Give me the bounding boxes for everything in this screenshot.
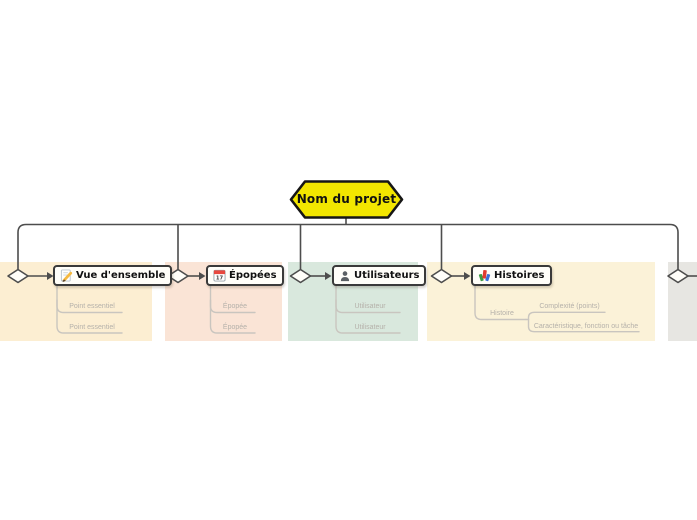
child-topic[interactable]: Épopée xyxy=(222,303,248,310)
child-topic[interactable]: Histoire xyxy=(490,310,514,317)
topic-epopees[interactable]: 17 Épopées xyxy=(206,265,284,286)
books-icon xyxy=(478,269,491,282)
calendar-icon: 17 xyxy=(213,269,226,282)
child-connectors xyxy=(56,285,640,334)
diamond-handle-epopees[interactable] xyxy=(167,268,189,284)
topic-label: Vue d'ensemble xyxy=(76,270,166,281)
tree-connectors xyxy=(17,218,679,269)
topic-utilisateurs[interactable]: Utilisateurs xyxy=(332,265,427,286)
main-rail-line xyxy=(17,223,679,269)
child-topic[interactable]: Utilisateur xyxy=(354,323,386,331)
topic-vue-densemble[interactable]: Vue d'ensemble xyxy=(53,265,173,286)
diamond-handle-histoires[interactable] xyxy=(430,268,453,284)
root-node-hexagon[interactable] xyxy=(289,180,404,219)
topic-label: Épopées xyxy=(229,270,277,281)
child-topic[interactable]: Point essentiel xyxy=(69,323,115,331)
diamond-handle-utilisateurs[interactable] xyxy=(289,268,312,284)
root-node-label[interactable]: Nom du projet xyxy=(296,192,397,206)
child-topic[interactable]: Point essentiel xyxy=(69,303,115,310)
grandchild-topic[interactable]: Complexité (points) xyxy=(539,303,600,310)
topic-histoires[interactable]: Histoires xyxy=(471,265,552,286)
user-icon xyxy=(339,270,351,282)
grandchild-topic[interactable]: Caractéristique, fonction ou tâche xyxy=(533,322,639,330)
topic-label: Utilisateurs xyxy=(354,270,420,281)
topic-label: Histoires xyxy=(494,270,545,281)
child-topic[interactable]: Épopée xyxy=(222,323,248,331)
memo-icon xyxy=(60,269,73,282)
svg-text:17: 17 xyxy=(216,276,224,282)
diamond-handle-partial[interactable] xyxy=(667,268,689,284)
arrow-heads xyxy=(47,272,471,280)
child-topic[interactable]: Utilisateur xyxy=(354,303,386,310)
diamond-handle-vue[interactable] xyxy=(7,268,29,284)
